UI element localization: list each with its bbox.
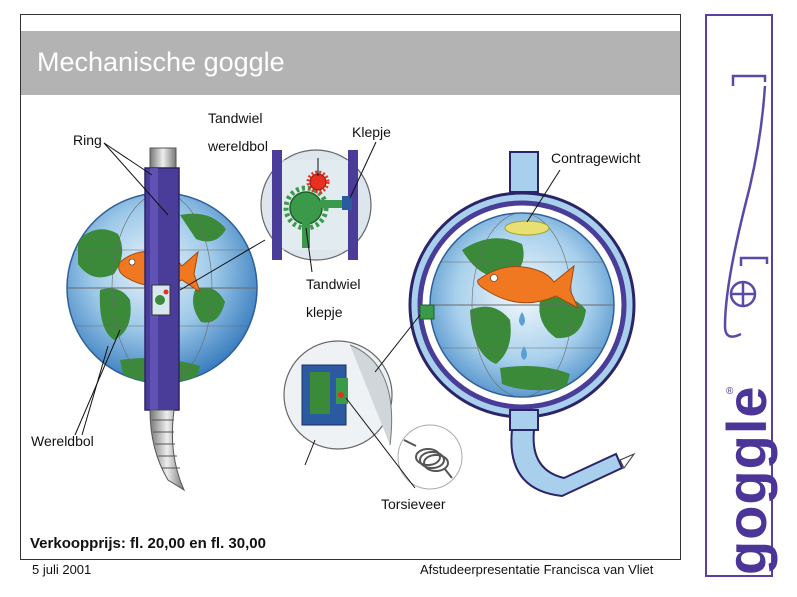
right-goggle <box>408 151 636 498</box>
label-tandwiel-klepje-line2: klepje <box>306 304 343 320</box>
label-ring: Ring <box>73 132 102 148</box>
gear-detail-view <box>260 149 372 261</box>
faucet-pipe-icon <box>723 74 769 338</box>
brand-wordmark: goggle <box>715 385 778 575</box>
label-tandwiel-klepje-line1: Tandwiel <box>306 276 361 292</box>
brand-panel <box>705 14 773 577</box>
page-title: Mechanische goggle <box>37 47 285 77</box>
label-contragewicht: Contragewicht <box>551 150 641 166</box>
label-wereldbol: Wereldbol <box>31 433 94 449</box>
label-tandwiel-wereldbol-line1: Tandwiel <box>208 110 263 126</box>
leader-lines <box>74 141 561 489</box>
brand-registered-mark: ® <box>726 386 734 397</box>
footer-presenter: Afstudeerpresentatie Francisca van Vliet <box>420 562 654 577</box>
spring-detail-view <box>283 340 463 490</box>
label-tandwiel-wereldbol-line2: wereldbol <box>208 138 268 154</box>
left-goggle <box>66 147 258 492</box>
label-torsieveer: Torsieveer <box>381 496 446 512</box>
torsion-spring-icon <box>403 439 453 479</box>
price-text: Verkoopprijs: fl. 20,00 en fl. 30,00 <box>30 535 266 552</box>
title-bar <box>21 31 680 95</box>
footer-date: 5 juli 2001 <box>32 562 92 577</box>
label-klepje: Klepje <box>352 124 391 140</box>
